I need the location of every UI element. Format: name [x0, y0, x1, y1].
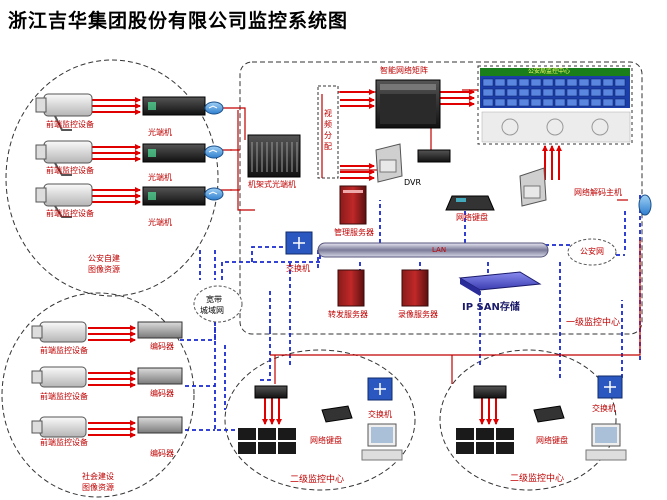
fiber-icon — [204, 101, 224, 115]
level2-center-label: 二级监控中心 — [510, 474, 565, 484]
switch-icon — [597, 375, 623, 399]
record-server-label: 录像服务器 — [398, 310, 438, 319]
network-keyboard-icon — [533, 405, 565, 423]
decoder-box-icon — [254, 385, 288, 399]
fiber-icon — [204, 187, 224, 201]
encoder-label: 编码器 — [150, 449, 174, 458]
front-camera-label: 前端监控设备 — [46, 166, 94, 175]
dvr-icon — [375, 143, 403, 183]
rack-optical-label: 机架式光端机 — [248, 180, 296, 189]
video-distributor-label: 视频分配 — [324, 109, 332, 151]
dvr-label: DVR — [404, 178, 422, 187]
front-camera-icon — [35, 93, 93, 131]
encoder-label: 编码器 — [150, 389, 174, 398]
ip-san-icon — [458, 271, 542, 296]
fiber-icon — [638, 194, 652, 216]
mgmt-server-label: 管理服务器 — [334, 228, 374, 237]
level2-left-zone-border — [224, 349, 416, 491]
front-camera-label: 前端监控设备 — [40, 346, 88, 355]
front-camera-label: 前端监控设备 — [40, 392, 88, 401]
level1-center-label: 一级监控中心 — [566, 318, 621, 328]
network-keyboard-icon — [321, 405, 353, 423]
public-resource-label: 公安自建 — [88, 254, 120, 263]
switch-label: 交换机 — [286, 264, 310, 273]
video-wall-header: 公安局监控中心 — [528, 68, 571, 75]
optical-transceiver-icon — [142, 143, 206, 163]
level2-right-zone-border — [439, 349, 617, 491]
front-camera-icon — [35, 140, 93, 176]
page-title: 浙江吉华集团股份有限公司监控系统图 — [8, 10, 349, 32]
computer-icon — [361, 423, 403, 461]
ip-san-label: IP SAN存储 — [462, 302, 520, 313]
video-wall-zone-border — [477, 65, 633, 145]
monitor-wall-icon — [456, 428, 514, 454]
public-resource-zone-border — [5, 59, 219, 297]
record-server-icon — [401, 269, 429, 307]
decoder-box-icon — [473, 385, 507, 399]
lan-label: LAN — [432, 246, 447, 254]
social-resource-label: 图像资源 — [82, 483, 114, 492]
front-camera-label: 前端监控设备 — [40, 438, 88, 447]
optical-transceiver-label: 光端机 — [148, 218, 172, 227]
optical-transceiver-icon — [142, 186, 206, 206]
network-keyboard-label: 网络键盘 — [456, 213, 488, 222]
front-camera-label: 前端监控设备 — [46, 120, 94, 129]
broadband-cloud-icon — [193, 285, 243, 323]
forward-server-label: 转发服务器 — [328, 310, 368, 319]
switch-label: 交换机 — [592, 404, 616, 413]
decoder-host-icon — [519, 167, 547, 207]
front-camera-label: 前端监控设备 — [46, 209, 94, 218]
fiber-icon — [204, 145, 224, 159]
rack-optical-icon — [247, 134, 301, 178]
optical-transceiver-icon — [142, 96, 206, 116]
matrix-icon — [375, 79, 441, 129]
police-network-cloud-icon — [567, 238, 617, 266]
network-keyboard-icon — [445, 195, 495, 211]
level2-center-label: 二级监控中心 — [290, 475, 345, 485]
mgmt-server-icon — [339, 185, 367, 225]
front-camera-icon — [31, 416, 87, 438]
forward-server-icon — [337, 269, 365, 307]
front-camera-icon — [35, 183, 93, 218]
optical-transceiver-label: 光端机 — [148, 128, 172, 137]
broadband-label: 城域网 — [200, 306, 224, 315]
encoder-icon — [137, 416, 183, 434]
social-resource-label: 社会建设 — [82, 472, 114, 481]
switch-icon — [367, 377, 393, 401]
police-network-label: 公安网 — [580, 247, 604, 256]
monitor-wall-icon — [238, 428, 296, 454]
signal-arrows — [88, 89, 562, 438]
front-camera-icon — [31, 366, 87, 388]
decoder-host-label: 网络解码主机 — [574, 188, 622, 197]
network-keyboard-label: 网络键盘 — [536, 436, 568, 445]
computer-icon — [585, 423, 627, 461]
decoder-box-icon — [417, 149, 451, 163]
switch-label: 交换机 — [368, 410, 392, 419]
video-wall-icon — [480, 68, 631, 143]
network-keyboard-label: 网络键盘 — [310, 436, 342, 445]
optical-transceiver-label: 光端机 — [148, 173, 172, 182]
encoder-label: 编码器 — [150, 342, 174, 351]
broadband-label: 宽带 — [206, 295, 222, 304]
lan-bar — [317, 242, 549, 258]
encoder-icon — [137, 321, 183, 339]
switch-icon — [285, 231, 313, 255]
social-resource-zone-border — [1, 292, 195, 498]
public-resource-label: 图像资源 — [88, 265, 120, 274]
encoder-icon — [137, 367, 183, 385]
distributor-zone-border — [317, 85, 339, 179]
front-camera-icon — [31, 321, 87, 343]
blue-network-links — [180, 195, 641, 431]
matrix-label: 智能网络矩阵 — [380, 66, 428, 75]
